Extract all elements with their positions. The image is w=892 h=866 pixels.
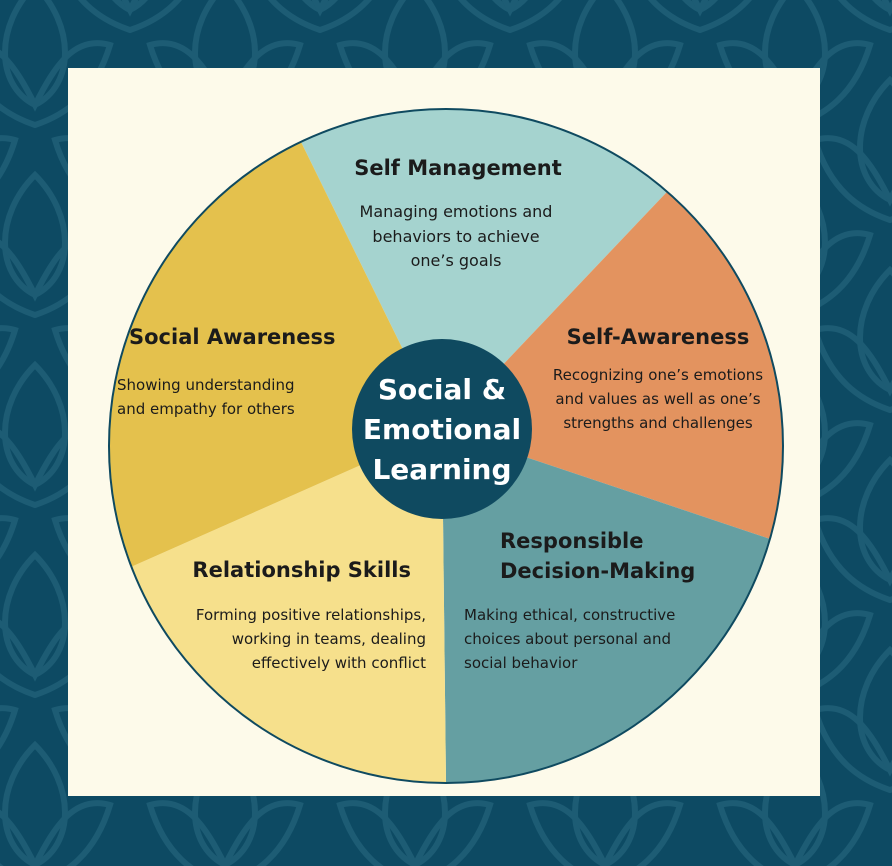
segment-title: Self Management (354, 156, 562, 180)
segment-description: one’s goals (411, 251, 502, 270)
lotus-leaves (838, 0, 892, 34)
lotus-leaves (268, 0, 372, 34)
lotus-leaves (0, 705, 19, 750)
segment-description: working in teams, dealing (232, 630, 426, 648)
lotus-leaves (811, 325, 892, 414)
lotus-leaves (0, 325, 19, 370)
lotus-leaves (146, 800, 304, 866)
lotus-leaves (811, 515, 892, 604)
segment-title: Relationship Skills (192, 558, 411, 582)
lotus-petal (857, 645, 892, 774)
lotus-leaves (648, 0, 752, 34)
lotus-leaves (458, 0, 562, 34)
lotus-leaves (336, 800, 494, 866)
lotus-petal (2, 170, 68, 299)
lotus-petal (2, 740, 68, 866)
segment-self-management: Self Management Managing emotions and be… (354, 156, 562, 270)
segment-social-awareness: Social Awareness Showing understanding a… (117, 325, 336, 418)
lotus-leaves (811, 705, 892, 794)
lotus-petal (2, 0, 68, 109)
wedge-self-management (300, 108, 668, 429)
segment-description: Making ethical, constructive (464, 606, 675, 624)
lotus-petal (857, 265, 892, 394)
lotus-leaves (526, 800, 684, 866)
lotus-petal (857, 75, 892, 204)
segment-description: effectively with conflict (252, 654, 426, 672)
lotus-petal (2, 360, 68, 489)
center-circle (352, 339, 532, 519)
segment-description: social behavior (464, 654, 578, 672)
lotus-leaves (0, 515, 19, 560)
lotus-petal (857, 455, 892, 584)
lotus-leaves (0, 135, 19, 180)
segment-self-awareness: Self-Awareness Recognizing one’s emotion… (553, 325, 763, 432)
segment-description: Showing understanding (117, 376, 294, 394)
segment-description: strengths and challenges (563, 414, 753, 432)
segment-description: Managing emotions and (360, 202, 553, 221)
segment-description: choices about personal and (464, 630, 671, 648)
wheel-outline (108, 108, 784, 784)
segment-title: Self-Awareness (567, 325, 750, 349)
wedge-responsible-decision-making (442, 429, 770, 783)
segment-description: Recognizing one’s emotions (553, 366, 763, 384)
center-title-line: Emotional (363, 413, 521, 446)
lotus-leaves (78, 0, 182, 34)
segment-description: and values as well as one’s (555, 390, 760, 408)
lotus-leaves (0, 40, 114, 129)
segment-title: Social Awareness (129, 325, 336, 349)
segment-relationship-skills: Relationship Skills Forming positive rel… (192, 558, 426, 672)
wedge-relationship-skills (131, 429, 446, 783)
segment-title: Responsible (500, 529, 644, 553)
segment-description: behaviors to achieve (372, 227, 539, 246)
center-title-line: Social & (378, 373, 506, 406)
lotus-petal (2, 550, 68, 679)
lotus-leaves (811, 135, 892, 224)
lotus-leaves (716, 800, 874, 866)
center-title: Social & Emotional Learning (363, 373, 521, 486)
segment-title: Decision-Making (500, 559, 695, 583)
segment-description: and empathy for others (117, 400, 295, 418)
lotus-leaves (0, 800, 114, 866)
segment-responsible-decision-making: Responsible Decision-Making Making ethic… (464, 529, 695, 672)
center-title-line: Learning (372, 453, 511, 486)
segment-description: Forming positive relationships, (196, 606, 426, 624)
